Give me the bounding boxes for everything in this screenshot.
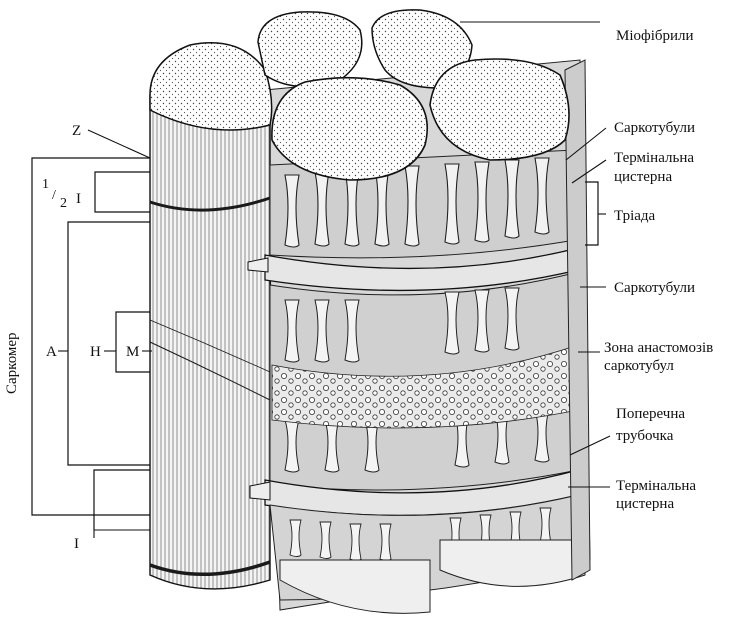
label-terminal-cistern-top-1: Термінальна <box>614 150 694 166</box>
label-half-i-den: 2 <box>60 196 67 211</box>
label-half-i-letter: I <box>76 191 81 207</box>
label-half-i-num: 1 <box>42 177 49 192</box>
label-h: H <box>90 344 101 360</box>
sarcoplasmic-reticulum <box>247 149 586 601</box>
label-a: A <box>46 344 57 360</box>
label-sarcotubules-top: Саркотубули <box>614 120 695 136</box>
label-transverse-1: Поперечна <box>616 406 685 422</box>
label-triad: Тріада <box>614 208 656 224</box>
label-terminal-cistern-bot-1: Термінальна <box>616 478 696 494</box>
label-terminal-cistern-top-2: цистерна <box>614 169 672 185</box>
label-sarcotubules-mid: Саркотубули <box>614 280 695 296</box>
label-z: Z <box>72 123 81 139</box>
label-anastomosis-1: Зона анастомозів <box>604 340 713 356</box>
label-anastomosis-2: саркотубул <box>604 358 674 374</box>
label-i-bottom: I <box>74 536 79 552</box>
half-i-bracket <box>94 171 150 213</box>
striated-myofibril-column <box>149 94 271 590</box>
label-transverse-2: трубочка <box>616 428 674 444</box>
h-zone-bracket <box>115 311 150 373</box>
i-band-bracket <box>93 469 150 530</box>
myofibril-cross-sections <box>149 9 570 181</box>
a-band-bracket <box>67 221 150 466</box>
sarcomere-bracket <box>31 157 150 516</box>
label-sarcomere: Саркомер <box>4 332 20 394</box>
label-myofibrils: Міофібрили <box>616 28 694 44</box>
label-terminal-cistern-bot-2: цистерна <box>616 496 674 512</box>
label-m: M <box>126 344 139 360</box>
sarcomere-brackets: Z 1 / 2 I A H M I Саркомер <box>4 123 152 552</box>
fibril-bundle-illustration <box>149 9 591 614</box>
label-half-i-slash: / <box>52 188 56 203</box>
right-labels: Міофібрили Саркотубули Термінальна цисте… <box>460 21 713 512</box>
